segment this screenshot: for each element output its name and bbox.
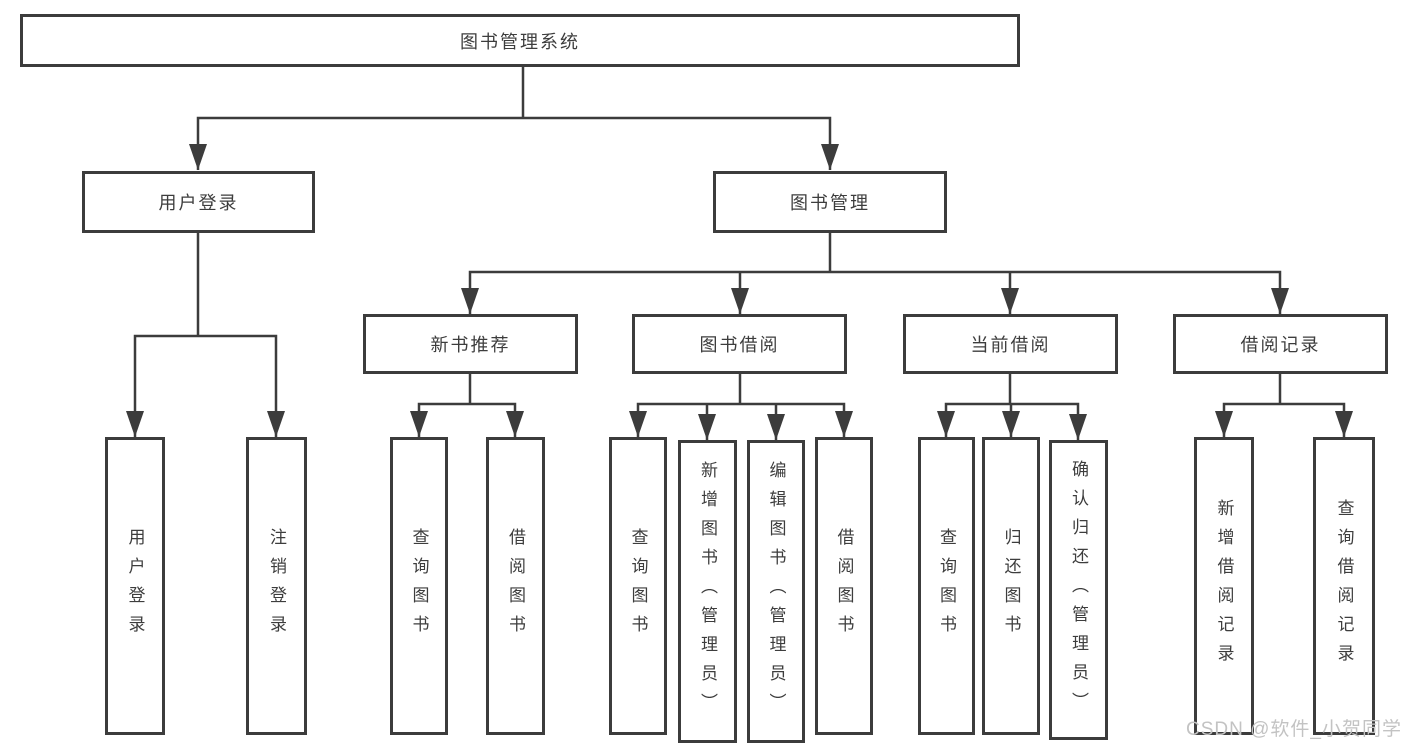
arrowhead-icon: [461, 288, 479, 314]
node-label-root: 图书管理系统: [460, 31, 580, 52]
leaf-box-user-login: 用户登录: [105, 437, 165, 735]
node-box-user-login: 用户登录: [82, 171, 315, 233]
connector-record-to-leaves: [1222, 374, 1346, 437]
connector-bookmgmt-to-level3: [468, 233, 1282, 314]
leaf-box-logout: 注销登录: [246, 437, 307, 735]
leaf-box-query-book-3: 查询图书: [918, 437, 975, 735]
leaf-label-borrow-book-2: 借阅图书: [834, 528, 854, 644]
node-box-new-book-recommend: 新书推荐: [363, 314, 578, 374]
leaf-label-return-book: 归还图书: [1001, 528, 1021, 644]
leaf-box-query-book-1: 查询图书: [390, 437, 448, 735]
arrowhead-icon: [410, 411, 428, 437]
arrowhead-icon: [1215, 411, 1233, 437]
leaf-label-confirm-return-admin: 确认归还（管理员）: [1069, 459, 1088, 721]
leaf-label-edit-book-admin: 编辑图书（管理员）: [766, 461, 786, 722]
leaf-box-query-borrow-record: 查询借阅记录: [1313, 437, 1375, 735]
arrowhead-icon: [189, 144, 207, 170]
node-box-root: 图书管理系统: [20, 14, 1020, 67]
arrowhead-icon: [835, 411, 853, 437]
node-box-book-management: 图书管理: [713, 171, 947, 233]
leaf-label-user-login: 用户登录: [125, 528, 145, 644]
arrowhead-icon: [937, 411, 955, 437]
arrowhead-icon: [1001, 288, 1019, 314]
leaf-label-query-book-3: 查询图书: [937, 528, 956, 644]
leaf-label-query-book-1: 查询图书: [409, 528, 429, 644]
csdn-watermark: CSDN @软件_小贺同学: [1186, 719, 1402, 740]
leaf-box-edit-book-admin: 编辑图书（管理员）: [747, 440, 805, 743]
arrowhead-icon: [506, 411, 524, 437]
leaf-label-add-borrow-record: 新增借阅记录: [1214, 499, 1234, 673]
leaf-box-confirm-return-admin: 确认归还（管理员）: [1049, 440, 1108, 740]
leaf-box-add-borrow-record: 新增借阅记录: [1194, 437, 1254, 735]
node-box-book-borrow: 图书借阅: [632, 314, 847, 374]
arrowhead-icon: [1271, 288, 1289, 314]
leaf-box-borrow-book-2: 借阅图书: [815, 437, 873, 735]
arrowhead-icon: [821, 144, 839, 170]
connector-newrec-to-leaves: [417, 374, 517, 437]
leaf-box-return-book: 归还图书: [982, 437, 1040, 735]
connector-borrow-to-leaves: [636, 374, 846, 440]
arrowhead-icon: [698, 414, 716, 440]
node-label-current-borrow: 当前借阅: [970, 335, 1051, 355]
node-box-borrow-record: 借阅记录: [1173, 314, 1388, 374]
arrowhead-icon: [126, 411, 144, 437]
node-box-current-borrow: 当前借阅: [903, 314, 1118, 374]
arrowhead-icon: [1335, 411, 1353, 437]
arrowhead-icon: [731, 288, 749, 314]
leaf-label-query-borrow-record: 查询借阅记录: [1334, 499, 1354, 673]
leaf-label-add-book-admin: 新增图书（管理员）: [698, 461, 717, 722]
node-label-new-book-recommend: 新书推荐: [430, 335, 511, 355]
leaf-label-borrow-book-1: 借阅图书: [506, 528, 525, 644]
leaf-label-query-book-2: 查询图书: [628, 528, 648, 644]
leaf-label-logout: 注销登录: [267, 528, 286, 644]
arrowhead-icon: [629, 411, 647, 437]
leaf-box-add-book-admin: 新增图书（管理员）: [678, 440, 737, 743]
leaf-box-borrow-book-1: 借阅图书: [486, 437, 545, 735]
arrowhead-icon: [1002, 411, 1020, 437]
node-label-user-login: 用户登录: [158, 193, 239, 213]
arrowheads: [126, 144, 1353, 440]
connector-root-to-level2: [196, 67, 832, 170]
leaf-box-query-book-2: 查询图书: [609, 437, 667, 735]
node-label-book-borrow: 图书借阅: [699, 335, 780, 355]
connector-userlogin-to-leaves: [133, 233, 278, 437]
arrowhead-icon: [767, 414, 785, 440]
arrowhead-icon: [1069, 414, 1087, 440]
node-label-book-management: 图书管理: [790, 193, 870, 213]
node-label-borrow-record: 借阅记录: [1240, 335, 1321, 355]
arrowhead-icon: [267, 411, 285, 437]
